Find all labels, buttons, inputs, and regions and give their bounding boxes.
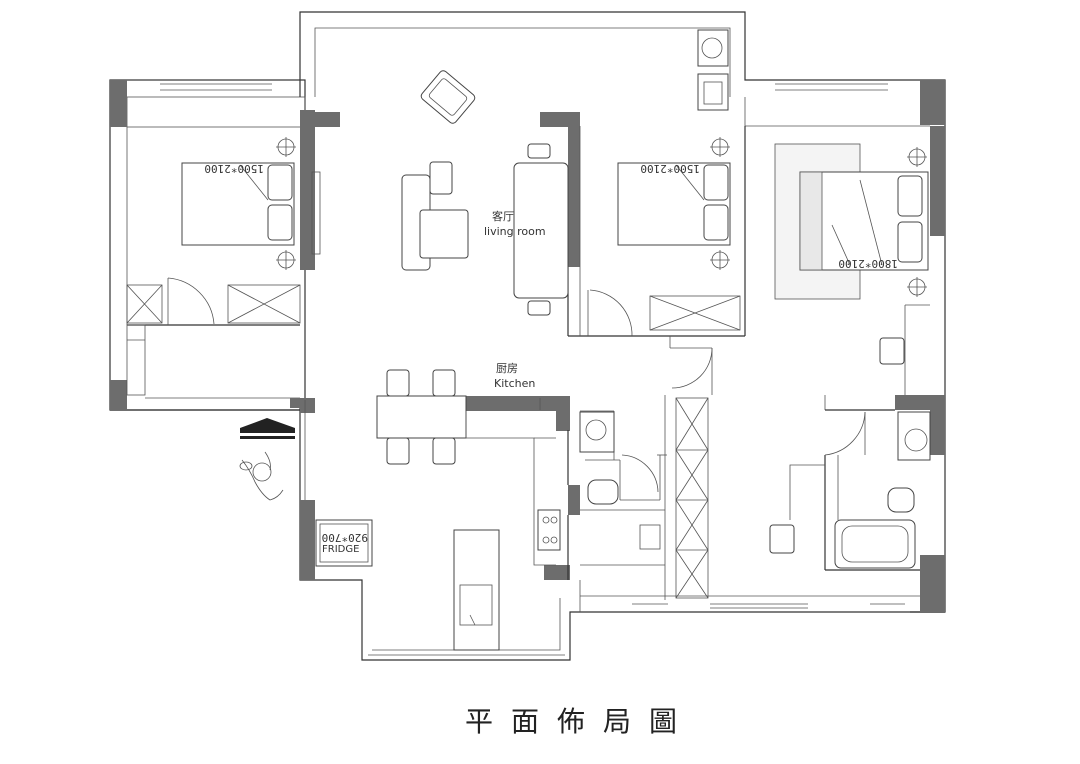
wardrobes — [126, 284, 741, 599]
living-room-label-cn: 客厅 — [492, 209, 514, 223]
bed-left-size: 1500*2100 — [204, 162, 264, 175]
kitchen-furniture — [315, 369, 561, 651]
kitchen-label-en: Kitchen — [494, 377, 535, 390]
living-room-label-en: living room — [484, 225, 546, 238]
person-figure — [239, 451, 284, 501]
bed-mid — [617, 137, 731, 270]
door-swings — [167, 277, 866, 493]
bed-left — [181, 137, 321, 270]
fridge-size: 920*700 — [322, 531, 368, 544]
fridge-label: FRIDGE — [322, 544, 359, 555]
bed-master-size: 1800*2100 — [838, 257, 898, 270]
page-title: 平面佈局圖 — [464, 705, 695, 738]
interior-walls — [126, 126, 930, 612]
entrance-arrow — [240, 418, 295, 439]
outer-walls — [109, 11, 946, 661]
bed-master — [774, 143, 929, 365]
structural-columns — [110, 80, 945, 612]
kitchen-label-cn: 厨房 — [496, 362, 518, 375]
balcony-rails — [304, 398, 541, 500]
bathroom-fixtures — [579, 29, 931, 569]
bed-mid-size: 1500*2100 — [640, 162, 700, 175]
living-furniture — [401, 70, 569, 316]
